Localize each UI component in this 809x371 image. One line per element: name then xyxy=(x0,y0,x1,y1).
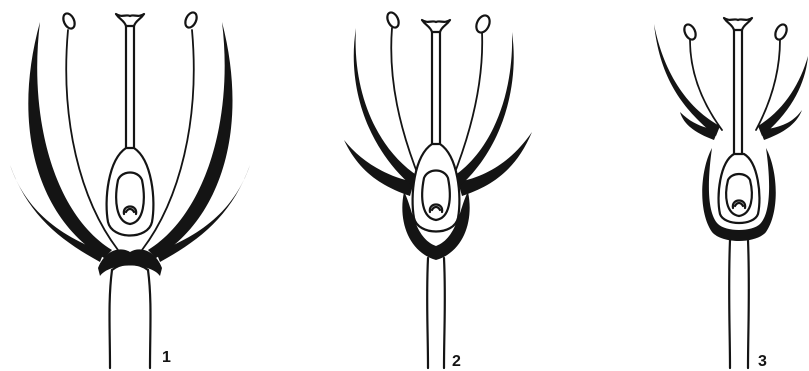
flower-2-anther-right xyxy=(474,13,492,34)
flower-2-anther-left xyxy=(385,11,401,30)
flower-3-stigma xyxy=(724,18,752,30)
flower-2-label: 2 xyxy=(452,353,461,370)
flower-3-epigynous xyxy=(654,18,808,368)
flower-1-petal-right xyxy=(148,22,233,258)
flower-1-anther-left xyxy=(61,12,77,31)
flower-3-petal-right xyxy=(758,56,808,136)
flower-3-label: 3 xyxy=(758,353,767,370)
flower-1-stigma xyxy=(116,14,144,26)
flower-1-label: 1 xyxy=(162,349,171,366)
flower-1-ovary xyxy=(107,148,154,236)
flower-2-stigma xyxy=(422,20,450,32)
flower-1-pedicel xyxy=(110,270,151,368)
flower-2-perigynous xyxy=(344,11,532,368)
flower-3-anther-right xyxy=(773,23,789,42)
flower-1-anther-right xyxy=(183,11,199,30)
flower-3-anther-left xyxy=(682,23,698,42)
flower-1-style xyxy=(126,26,134,150)
flower-2-ovary xyxy=(413,144,460,232)
flower-2-style xyxy=(432,32,440,146)
flower-3-pedicel xyxy=(729,240,749,368)
flower-1-petal-left xyxy=(28,22,112,258)
flower-3-ovary-inner xyxy=(719,154,760,223)
flower-1-hypogynous xyxy=(10,11,250,368)
flower-3-style xyxy=(734,30,742,156)
flower-2-pedicel xyxy=(427,258,445,368)
